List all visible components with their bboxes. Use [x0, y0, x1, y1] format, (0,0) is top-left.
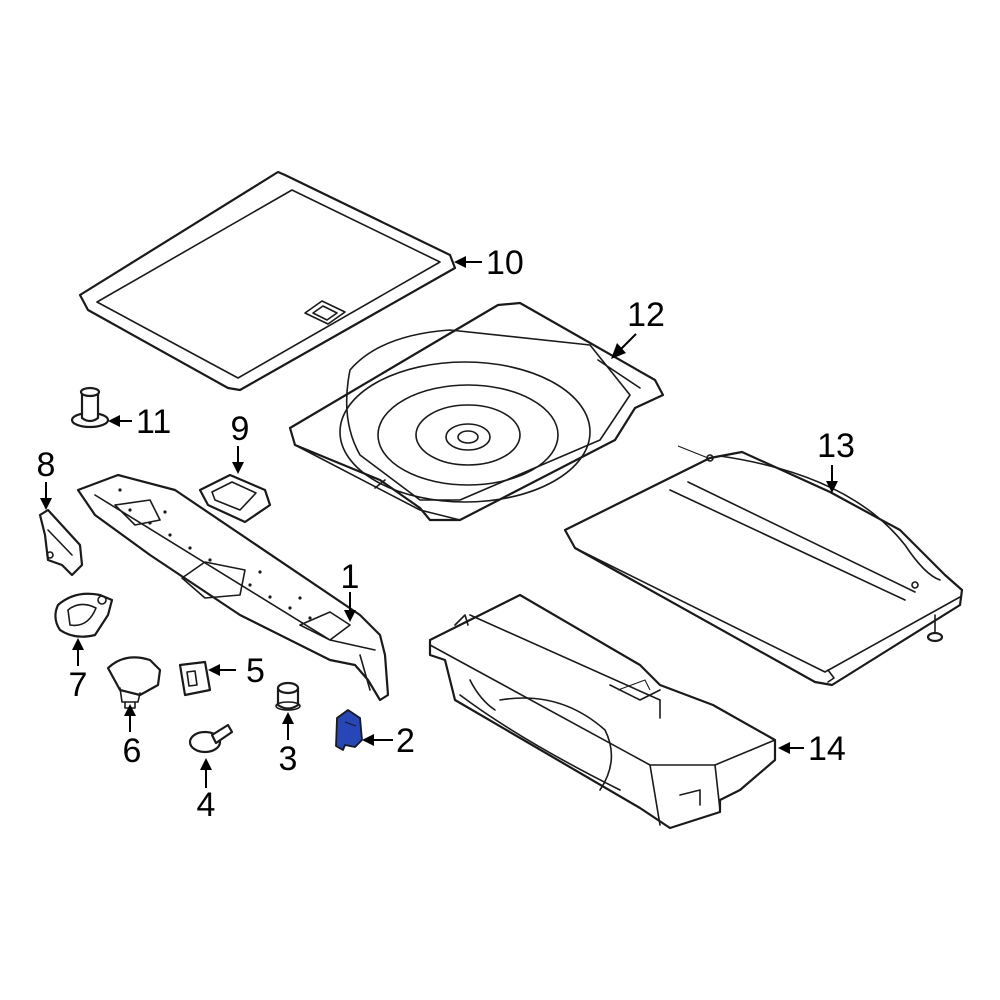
- callout-labels: 1 2 3 4 5 6 7 8 9 10 11 12 13 14: [37, 244, 855, 824]
- callout-6: 6: [123, 732, 142, 770]
- part-1-trim-panel[interactable]: [76, 473, 390, 702]
- callout-5: 5: [246, 652, 265, 690]
- callout-13: 13: [817, 427, 855, 465]
- part-13-cargo-board[interactable]: [563, 445, 964, 687]
- part-6-hook[interactable]: [106, 656, 162, 709]
- part-5-clip[interactable]: [178, 660, 212, 697]
- part-12-storage-tray[interactable]: [288, 301, 665, 522]
- part-8-bracket[interactable]: [38, 508, 84, 577]
- callout-10: 10: [486, 244, 524, 282]
- leader-lines: [40, 256, 838, 788]
- part-10-floor-cover[interactable]: [78, 170, 457, 392]
- callout-11: 11: [136, 403, 171, 441]
- part-4-push-pin[interactable]: [188, 723, 234, 754]
- callout-4: 4: [197, 786, 216, 824]
- callout-12: 12: [627, 296, 665, 334]
- part-11-pin[interactable]: [70, 386, 110, 429]
- callout-1: 1: [341, 558, 360, 596]
- callout-3: 3: [279, 740, 298, 778]
- part-14-storage-box[interactable]: [428, 593, 777, 830]
- callout-2: 2: [396, 722, 415, 760]
- part-2-clip-highlighted[interactable]: [335, 709, 363, 751]
- callout-9: 9: [231, 410, 250, 448]
- part-9-bezel[interactable]: [198, 473, 272, 524]
- callout-8: 8: [37, 446, 56, 484]
- part-3-grommet[interactable]: [275, 681, 301, 711]
- callout-7: 7: [69, 666, 88, 704]
- part-7-tie-down[interactable]: [54, 592, 114, 638]
- callout-14: 14: [808, 730, 846, 768]
